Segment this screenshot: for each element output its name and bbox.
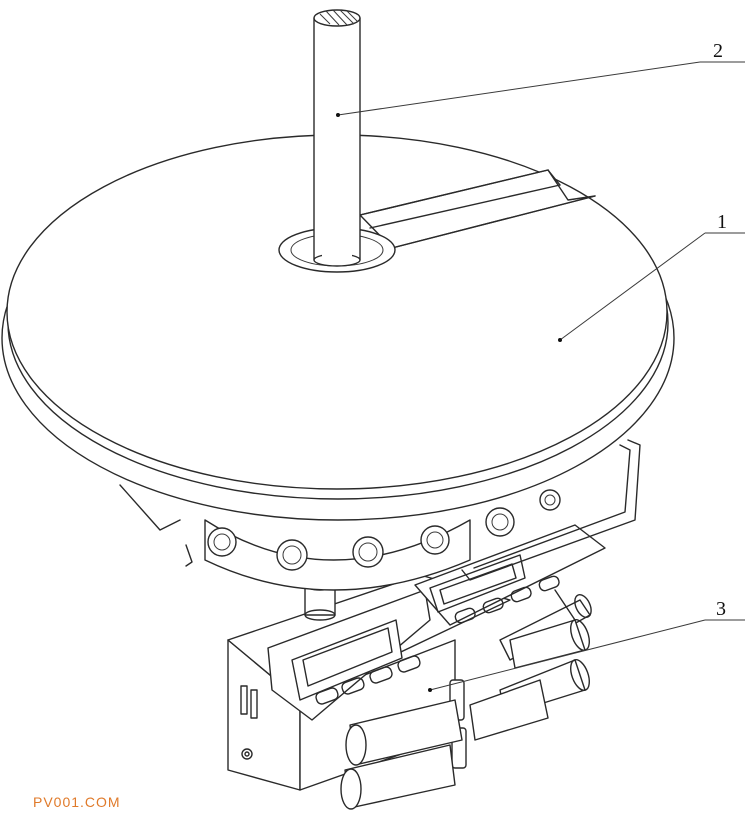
panel-button: [538, 575, 560, 592]
control-panel-right: [414, 524, 606, 626]
syringe-assembly: [340, 589, 592, 810]
control-panel-left: [267, 589, 431, 721]
reference-label-1: 1: [717, 211, 727, 233]
panel-button: [341, 677, 365, 695]
round-port-icon: [241, 748, 253, 760]
leader-line-2: [337, 61, 701, 116]
socket-ring: [119, 484, 561, 591]
panel-button: [397, 655, 421, 673]
slot-left: [240, 685, 248, 715]
watermark-text: PV001.COM: [33, 794, 121, 810]
reference-label-3: 3: [716, 598, 726, 620]
central-shaft: [313, 9, 361, 267]
panel-button: [482, 597, 504, 614]
leader-line-1: [559, 232, 706, 341]
panel-button: [510, 586, 532, 603]
display-screen-left: [302, 627, 393, 687]
panel-button: [315, 687, 339, 705]
panel-button: [454, 607, 476, 624]
panel-button: [369, 666, 393, 684]
leader-lines: [336, 61, 745, 692]
display-screen-right: [429, 554, 526, 613]
reference-label-2: 2: [713, 40, 723, 62]
leader-line-3: [429, 619, 706, 691]
turntable-disc: [1, 134, 675, 521]
side-handle: [461, 439, 641, 581]
slot-right: [250, 689, 258, 719]
